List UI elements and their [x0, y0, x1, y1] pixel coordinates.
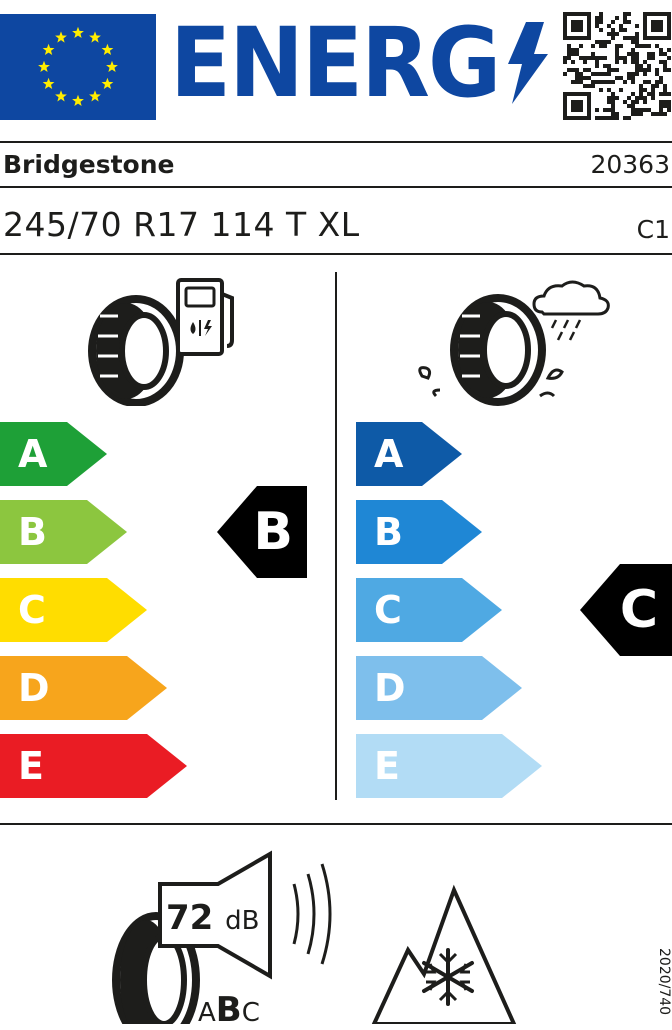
- eu-star-icon: [106, 60, 118, 73]
- wet-grip-class-a: A: [356, 422, 462, 486]
- noise-class-c: C: [241, 998, 260, 1028]
- supplier-divider: [0, 186, 672, 188]
- eu-star-icon: [101, 77, 114, 90]
- fuel-efficiency-class-d: D: [0, 656, 167, 720]
- tyre-size-designation: 245/70 R17 114 T XL: [3, 205, 360, 244]
- column-divider: [335, 272, 337, 800]
- eu-star-icon: [101, 43, 114, 56]
- fuel-efficiency-class-e: E: [0, 734, 187, 798]
- wet-grip-class-e: E: [356, 734, 542, 798]
- article-number: 20363: [590, 150, 670, 179]
- eu-flag: [0, 14, 156, 120]
- eu-star-icon: [42, 43, 55, 56]
- wet-grip-class-d: D: [356, 656, 522, 720]
- size-divider: [0, 253, 672, 255]
- snow-grip-mountain-icon: [371, 884, 517, 1024]
- wet-grip-icon: [418, 280, 610, 406]
- external-noise-icon: [112, 850, 332, 1024]
- noise-db-value: 72: [166, 898, 214, 938]
- noise-class-scale: ABC: [198, 990, 260, 1030]
- wet-grip-class-c: C: [356, 578, 502, 642]
- supplier-name: Bridgestone: [3, 150, 175, 179]
- wet-grip-class-b: B: [356, 500, 482, 564]
- tyre-class: C1: [636, 215, 670, 244]
- regulation-number: 2020/740: [656, 948, 672, 1016]
- noise-divider: [0, 823, 672, 825]
- eu-stars-icon: [38, 26, 118, 107]
- noise-unit: dB: [225, 906, 260, 936]
- eu-star-icon: [42, 77, 55, 90]
- eu-star-icon: [89, 90, 101, 102]
- wet-grip-rating: C: [580, 564, 672, 656]
- energy-label-title: ENERG: [170, 7, 501, 119]
- header-divider: [0, 141, 672, 143]
- eu-star-icon: [72, 94, 84, 107]
- qr-code-icon[interactable]: [563, 12, 671, 120]
- fuel-efficiency-class-a: A: [0, 422, 107, 486]
- noise-value: 72 dB: [166, 898, 260, 938]
- eu-star-icon: [72, 26, 84, 39]
- eu-star-icon: [55, 90, 67, 102]
- eu-star-icon: [38, 60, 50, 73]
- fuel-efficiency-icon: [88, 278, 234, 406]
- noise-class-a: A: [198, 998, 216, 1028]
- eu-star-icon: [55, 31, 67, 43]
- noise-class-b: B: [215, 990, 242, 1030]
- fuel-efficiency-rating: B: [217, 486, 307, 578]
- lightning-bolt-icon: [508, 22, 548, 104]
- fuel-efficiency-class-b: B: [0, 500, 127, 564]
- eu-star-icon: [89, 31, 101, 43]
- fuel-efficiency-class-c: C: [0, 578, 147, 642]
